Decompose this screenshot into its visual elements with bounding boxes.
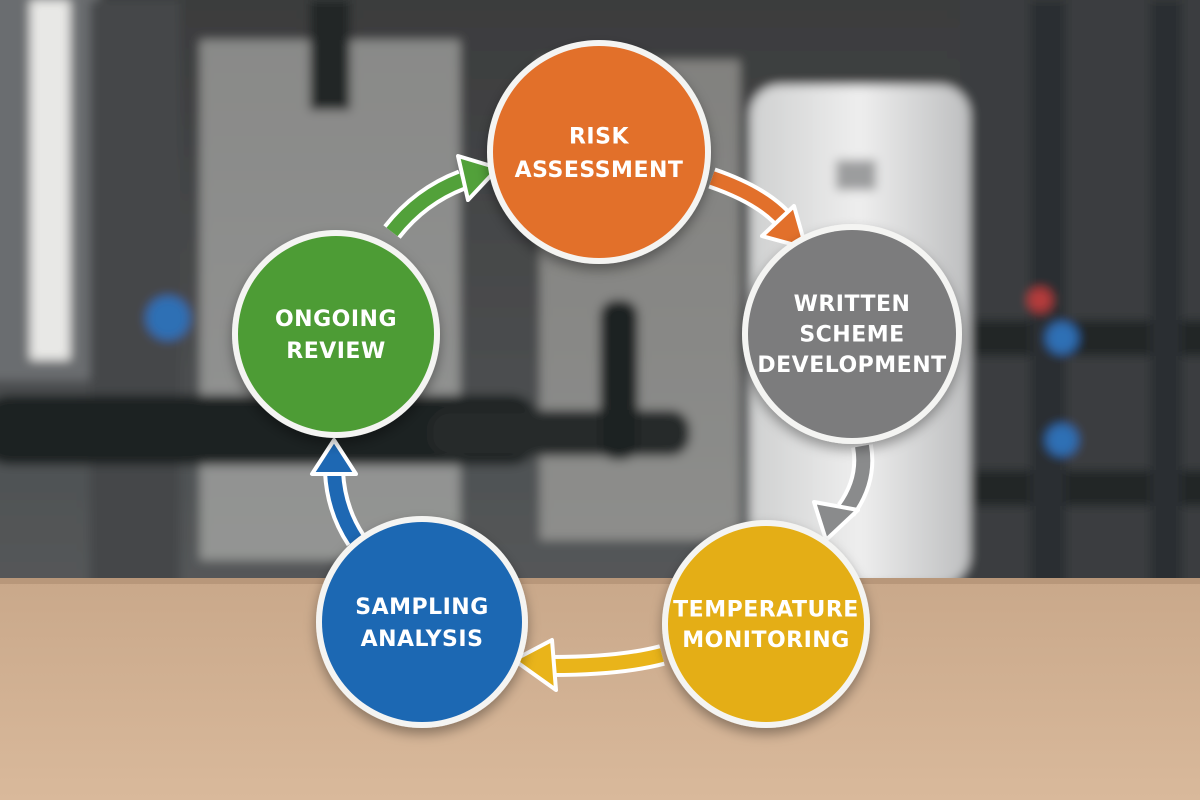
node-sampling-label-line: SAMPLING xyxy=(355,595,489,620)
node-ongoing: ONGOING REVIEW xyxy=(232,230,440,438)
node-temperature-circle xyxy=(668,526,864,722)
arrow-ongoing-to-risk xyxy=(383,154,500,239)
arrow-sampling-to-ongoing xyxy=(310,438,366,547)
node-sampling-circle xyxy=(322,522,522,722)
cycle-arrows xyxy=(310,154,875,692)
table-surface xyxy=(0,578,1200,800)
node-risk-label-line: ASSESSMENT xyxy=(515,158,684,183)
node-written-label-line: WRITTEN xyxy=(794,292,911,317)
node-temperature: TEMPERATURE MONITORING xyxy=(662,520,870,728)
node-risk-label-line: RISK xyxy=(569,125,629,150)
cycle-nodes: RISK ASSESSMENT WRITTEN SCHEME DEVELOPMENT TE… xyxy=(232,40,962,728)
node-written-label-line: DEVELOPMENT xyxy=(757,353,946,378)
node-temperature-label-line: MONITORING xyxy=(682,628,850,653)
node-sampling: SAMPLING ANALYSIS xyxy=(316,516,528,728)
node-ongoing-label-line: ONGOING xyxy=(275,307,397,332)
node-written-circle xyxy=(748,230,956,438)
node-written-label-line: SCHEME xyxy=(799,323,904,348)
node-temperature-label-line: TEMPERATURE xyxy=(673,597,859,622)
node-sampling-label-line: ANALYSIS xyxy=(361,627,484,652)
node-ongoing-circle xyxy=(238,236,434,432)
arrow-temperature-to-sampling xyxy=(512,638,665,692)
arrow-risk-to-written xyxy=(708,167,808,250)
node-written: WRITTEN SCHEME DEVELOPMENT xyxy=(742,224,962,444)
node-risk-circle xyxy=(493,46,705,258)
node-risk: RISK ASSESSMENT xyxy=(487,40,711,264)
arrow-written-to-temperature xyxy=(812,444,875,542)
node-ongoing-label-line: REVIEW xyxy=(286,339,385,364)
